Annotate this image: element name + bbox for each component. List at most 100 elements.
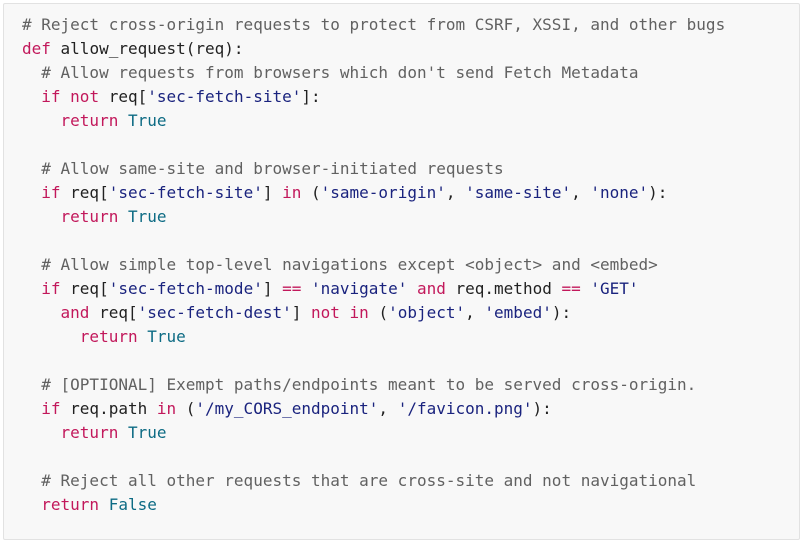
code-line [22, 133, 799, 157]
code-text: , [465, 303, 485, 322]
code-text: req[ [89, 303, 138, 322]
code-string: 'sec-fetch-site' [108, 183, 263, 202]
code-keyword: return [60, 111, 119, 130]
code-keyword: and [60, 303, 90, 322]
code-line: return True [22, 421, 799, 445]
code-text: , [571, 183, 591, 202]
code-comment: # [OPTIONAL] Exempt paths/endpoints mean… [41, 375, 697, 394]
code-comment: # Reject cross-origin requests to protec… [22, 15, 726, 34]
code-keyword: if [41, 183, 61, 202]
code-text [22, 471, 41, 490]
code-keyword: and [416, 279, 446, 298]
code-keyword: if [41, 279, 61, 298]
code-string: 'same-site' [465, 183, 572, 202]
code-text: req[ [60, 183, 109, 202]
code-keyword: return [60, 423, 119, 442]
code-string: 'GET' [590, 279, 639, 298]
code-text: ] [262, 279, 283, 298]
code-keyword: return [79, 327, 138, 346]
code-text [22, 303, 61, 322]
code-text: ): [551, 303, 572, 322]
code-text [22, 495, 41, 514]
code-line: # Allow requests from browsers which don… [22, 61, 799, 85]
code-line [22, 445, 799, 469]
code-string: 'none' [590, 183, 649, 202]
code-text [407, 279, 417, 298]
code-text [22, 183, 41, 202]
code-comment: # Allow same-site and browser-initiated … [41, 159, 504, 178]
code-line [22, 229, 799, 253]
code-text [340, 303, 350, 322]
code-constant: True [127, 111, 167, 130]
code-text: ( [368, 303, 389, 322]
code-text: , [378, 399, 398, 418]
code-text: ] [262, 183, 283, 202]
code-text: ] [291, 303, 311, 322]
code-string: 'sec-fetch-mode' [108, 279, 263, 298]
code-text: ( [301, 183, 321, 202]
code-text [118, 423, 128, 442]
code-text [22, 255, 41, 274]
code-text: req.path [60, 399, 157, 418]
code-comment: # Allow simple top-level navigations exc… [41, 255, 658, 274]
code-text [22, 63, 41, 82]
code-text [99, 495, 109, 514]
code-line [22, 349, 799, 373]
code-text [301, 279, 311, 298]
code-text [61, 87, 71, 106]
code-text [22, 399, 41, 418]
code-line: return True [22, 205, 799, 229]
code-text [22, 327, 80, 346]
code-keyword: return [41, 495, 100, 514]
code-keyword: == [282, 279, 302, 298]
code-comment: # Allow requests from browsers which don… [41, 63, 639, 82]
code-text [118, 111, 128, 130]
code-keyword: not [311, 303, 340, 322]
code-keyword: return [60, 207, 119, 226]
code-constant: False [108, 495, 157, 514]
code-line: if req.path in ('/my_CORS_endpoint', '/f… [22, 397, 799, 421]
code-line: and req['sec-fetch-dest'] not in ('objec… [22, 301, 799, 325]
code-string: 'navigate' [311, 279, 408, 298]
code-text: req.method [445, 279, 562, 298]
code-text: allow_request(req): [50, 39, 244, 58]
code-line: if req['sec-fetch-site'] in ('same-origi… [22, 181, 799, 205]
code-text: , [445, 183, 466, 202]
code-keyword: if [41, 87, 61, 106]
code-text [22, 87, 41, 106]
code-text [118, 207, 128, 226]
code-keyword: def [22, 39, 51, 58]
code-text [22, 279, 41, 298]
code-text [581, 279, 591, 298]
code-text [22, 423, 61, 442]
code-string: '/my_CORS_endpoint' [195, 399, 379, 418]
code-line: if not req['sec-fetch-site']: [22, 85, 799, 109]
code-keyword: not [70, 87, 100, 106]
code-line: return True [22, 325, 799, 349]
code-text: req[ [99, 87, 148, 106]
code-text: ]: [301, 87, 321, 106]
code-text [22, 375, 41, 394]
code-line: # [OPTIONAL] Exempt paths/endpoints mean… [22, 373, 799, 397]
code-string: 'embed' [484, 303, 552, 322]
code-text [138, 327, 148, 346]
code-keyword: in [156, 399, 177, 418]
code-line: return True [22, 109, 799, 133]
code-keyword: in [349, 303, 369, 322]
code-line: # Reject all other requests that are cro… [22, 469, 799, 493]
code-text [22, 207, 61, 226]
code-line: if req['sec-fetch-mode'] == 'navigate' a… [22, 277, 799, 301]
code-string: 'same-origin' [320, 183, 446, 202]
code-line: # Allow same-site and browser-initiated … [22, 157, 799, 181]
code-string: 'sec-fetch-site' [147, 87, 302, 106]
code-keyword: == [561, 279, 581, 298]
code-line: return False [22, 493, 799, 517]
python-code: # Reject cross-origin requests to protec… [22, 13, 799, 517]
code-text: ): [532, 399, 552, 418]
code-keyword: if [41, 399, 61, 418]
code-text: req[ [60, 279, 109, 298]
code-string: 'object' [388, 303, 466, 322]
code-constant: True [147, 327, 186, 346]
code-text: ( [176, 399, 196, 418]
code-constant: True [127, 207, 167, 226]
